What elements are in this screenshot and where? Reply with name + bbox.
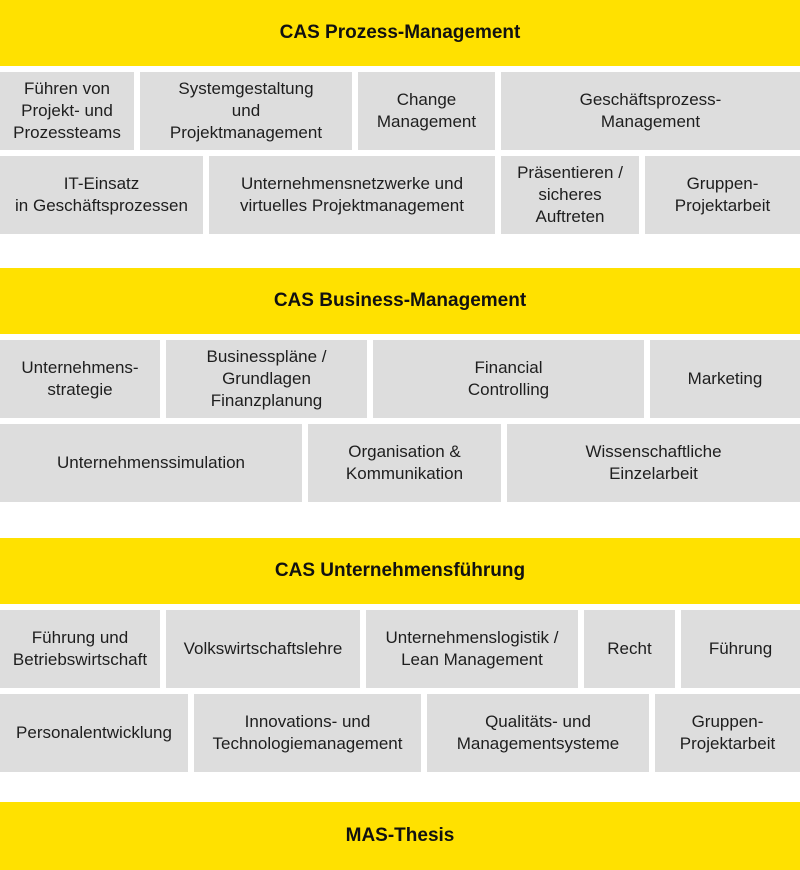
module-cell: Personalentwicklung: [0, 694, 188, 772]
module-cell: Innovations- und Technologiemanagement: [194, 694, 421, 772]
section-band-prozess-management: CAS Prozess-Management: [0, 0, 800, 66]
module-cell: Unternehmensnetzwerke und virtuelles Pro…: [209, 156, 495, 234]
module-cell: Führen von Projekt- und Prozessteams: [0, 72, 134, 150]
module-cell: Systemgestaltung und Projektmanagement: [140, 72, 352, 150]
module-cell: IT-Einsatz in Geschäftsprozessen: [0, 156, 203, 234]
module-cell: Marketing: [650, 340, 800, 418]
module-cell: Gruppen- Projektarbeit: [655, 694, 800, 772]
module-cell: Unternehmenssimulation: [0, 424, 302, 502]
module-cell: Recht: [584, 610, 675, 688]
module-cell: Change Management: [358, 72, 495, 150]
section-band-business-management: CAS Business-Management: [0, 268, 800, 334]
module-cell: Qualitäts- und Managementsysteme: [427, 694, 649, 772]
module-cell: Unternehmens- strategie: [0, 340, 160, 418]
module-cell: Gruppen- Projektarbeit: [645, 156, 800, 234]
module-cell: Financial Controlling: [373, 340, 644, 418]
module-cell: Organisation & Kommunikation: [308, 424, 501, 502]
module-cell: Führung und Betriebswirtschaft: [0, 610, 160, 688]
module-cell: Präsentieren / sicheres Auftreten: [501, 156, 639, 234]
module-cell: Unternehmenslogistik / Lean Management: [366, 610, 578, 688]
section-band-unternehmensfuehrung: CAS Unternehmensführung: [0, 538, 800, 604]
module-cell: Businesspläne / Grundlagen Finanzplanung: [166, 340, 367, 418]
section-band-mas-thesis: MAS-Thesis: [0, 802, 800, 870]
module-cell: Volkswirtschaftslehre: [166, 610, 360, 688]
module-cell: Wissenschaftliche Einzelarbeit: [507, 424, 800, 502]
module-cell: Führung: [681, 610, 800, 688]
module-cell: Geschäftsprozess- Management: [501, 72, 800, 150]
